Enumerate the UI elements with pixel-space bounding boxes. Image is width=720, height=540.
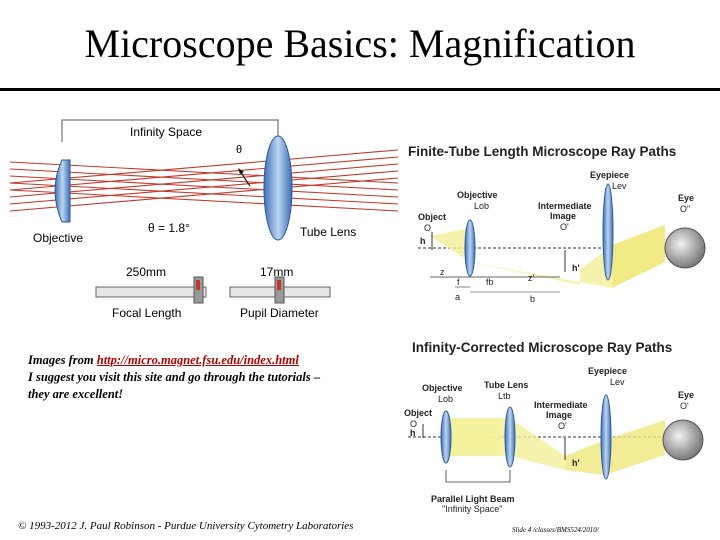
finite-eye-sym: O" (680, 204, 691, 214)
finite-a-label: a (455, 292, 461, 302)
finite-objective-sub: Lob (474, 201, 490, 211)
infinity-heading: Infinity-Corrected Microscope Ray Paths (412, 340, 673, 355)
infinity-image-label: Image (546, 410, 573, 420)
finite-eye (664, 227, 706, 269)
finite-eyepiece-lens (602, 183, 614, 281)
slide-number: Slide 4 /classes/BMS524/2010/ (512, 526, 599, 534)
infinity-object-sym: O (410, 419, 418, 429)
theta-label: θ (236, 144, 243, 156)
source-link[interactable]: http://micro.magnet.fsu.edu/index.html (96, 353, 299, 367)
infinity-h-label: h (410, 428, 416, 438)
finite-image-label: Image (550, 211, 577, 221)
infinity-tube-lens-label: Tube Lens (484, 380, 529, 390)
finite-zp-label: z' (528, 273, 535, 283)
note-line-2: I suggest you visit this site and go thr… (28, 370, 321, 384)
finite-intermediate-label: Intermediate (538, 201, 592, 211)
finite-eyepiece-label: Eyepiece (590, 170, 630, 180)
infinity-space-sub: "Infinity Space" (442, 504, 503, 514)
infinity-object-label: Object (404, 408, 433, 418)
finite-eyepiece-sub: Lev (612, 181, 627, 191)
infinity-tube-lens (504, 406, 516, 468)
finite-b-label: b (530, 294, 536, 304)
finite-object-label: Object (418, 212, 447, 222)
infinity-intermediate-label: Intermediate (534, 400, 588, 410)
title-divider (0, 88, 720, 91)
infinity-tube-sub: Ltb (498, 391, 511, 401)
infinity-beam-label: Parallel Light Beam (431, 494, 515, 504)
infinity-objective-label: Objective (422, 383, 463, 393)
ray-bundle (9, 149, 399, 212)
infinity-eyepiece-label: Eyepiece (588, 366, 628, 376)
infinity-space-bracket (61, 119, 279, 142)
infinity-h2-label: h' (572, 458, 580, 468)
copyright-footer: © 1993-2012 J. Paul Robinson - Purdue Un… (18, 520, 354, 532)
infinity-eye (662, 419, 704, 461)
note-line-3: they are excellent! (28, 387, 124, 401)
finite-tube-diagram (418, 183, 706, 293)
finite-object-sym: O (424, 223, 432, 233)
focal-length-label: Focal Length (112, 306, 182, 320)
finite-h2-label: h' (572, 263, 580, 273)
infinity-eyepiece-lens (600, 394, 612, 480)
finite-z-label: z (440, 267, 445, 277)
infinity-eye-sym: O' (680, 401, 689, 411)
infinity-objective-sub: Lob (438, 394, 454, 404)
finite-objective-label: Objective (457, 190, 498, 200)
infinity-eye-label: Eye (678, 390, 695, 400)
objective-lens (54, 159, 71, 223)
finite-eye-label: Eye (678, 193, 695, 203)
infinity-space-label: Infinity Space (130, 125, 203, 139)
focal-length-slider (95, 286, 207, 298)
source-note: Images from http://micro.magnet.fsu.edu/… (28, 352, 388, 403)
infinity-objective-lens (440, 410, 452, 464)
page-title: Microscope Basics: Magnification (84, 21, 636, 66)
tube-lens (263, 135, 293, 241)
infinity-corrected-diagram (408, 394, 704, 483)
infinity-image-sym: O' (558, 421, 567, 431)
objective-label: Objective (33, 231, 84, 245)
infinity-eyepiece-sub: Lev (610, 377, 625, 387)
finite-objective-lens (464, 219, 476, 277)
pupil-diameter-label: Pupil Diameter (240, 306, 319, 320)
note-prefix: Images from (28, 353, 97, 367)
finite-fb-label: fb (486, 277, 494, 287)
tube-lens-label: Tube Lens (300, 225, 357, 239)
theta-value: θ = 1.8° (148, 221, 190, 235)
pupil-diameter-value: 17mm (260, 265, 294, 279)
finite-f-label: f (457, 277, 460, 287)
finite-h-label: h (420, 236, 426, 246)
focal-length-value: 250mm (126, 265, 167, 279)
finite-heading: Finite-Tube Length Microscope Ray Paths (408, 144, 677, 159)
finite-image-sym: O' (560, 222, 569, 232)
